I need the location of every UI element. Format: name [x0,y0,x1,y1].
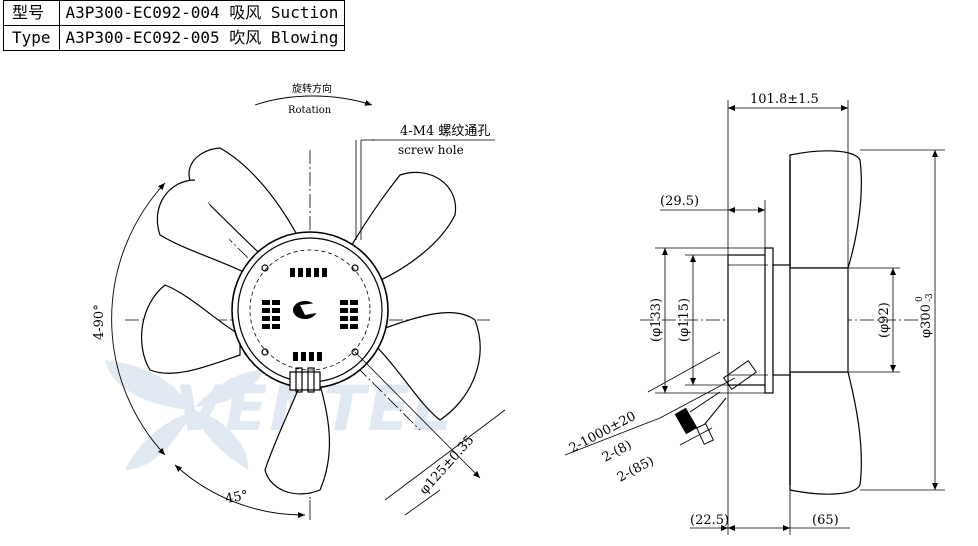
dia-300-label: φ300 [919,304,934,338]
cable-8-label: 2-(8) [600,438,634,466]
flange-offset-label: (29.5) [660,194,699,209]
type-value-blowing: A3P300-EC092-005 吹风 Blowing [58,25,346,51]
fan-blades [140,147,481,495]
type-value-suction: A3P300-EC092-004 吸风 Suction [58,0,346,26]
dia-115-label: (φ115) [677,298,692,342]
screw-hole-leader [355,139,495,240]
motor-hub [231,231,389,393]
angle-45-label: 45° [224,488,249,507]
side-view [564,100,945,535]
side-dimensions [564,100,945,535]
depth-label: 101.8±1.5 [750,92,819,107]
flange [764,247,774,394]
motor-body [727,254,769,386]
vent-slots [262,268,358,361]
rotation-label-cn: 旋转方向 [292,82,332,95]
screw-hole-label-cn: 4-M4 螺纹通孔 [400,124,490,139]
dia-92-label: (φ92) [877,302,892,338]
dia-133-label: (φ133) [649,298,664,342]
bolt-circle-dim [354,351,506,516]
dia-300-tol-lower: -3 [925,293,935,302]
rotation-label-en: Rotation [288,105,332,116]
rotation-arrow [254,95,373,106]
type-table: 型号 A3P300-EC092-004 吸风 Suction Type A3P3… [3,0,346,51]
cable-gland [289,367,321,393]
bottom-right-label: (65) [812,513,839,528]
type-row-blowing: Type A3P300-EC092-005 吹风 Blowing [3,25,346,51]
type-row-suction: 型号 A3P300-EC092-004 吸风 Suction [3,0,346,26]
bottom-left-label: (22.5) [690,513,729,528]
cable-85-label: 2-(85) [615,454,657,486]
rotor-hub [789,267,849,373]
side-blade-top [789,150,862,269]
angle-45-arc [174,464,306,519]
angle-range-label: 4-90° [92,304,107,340]
front-view [111,95,506,520]
screw-holes [261,264,359,356]
brand-logo [293,301,325,319]
dia-300-tol-upper: 0 [915,296,925,302]
angle-90-arc [111,182,166,456]
side-blade-bottom [789,371,862,495]
cable-exit [674,359,757,445]
type-label-cn: 型号 [3,0,60,26]
screw-hole-label-en: screw hole [398,143,464,157]
